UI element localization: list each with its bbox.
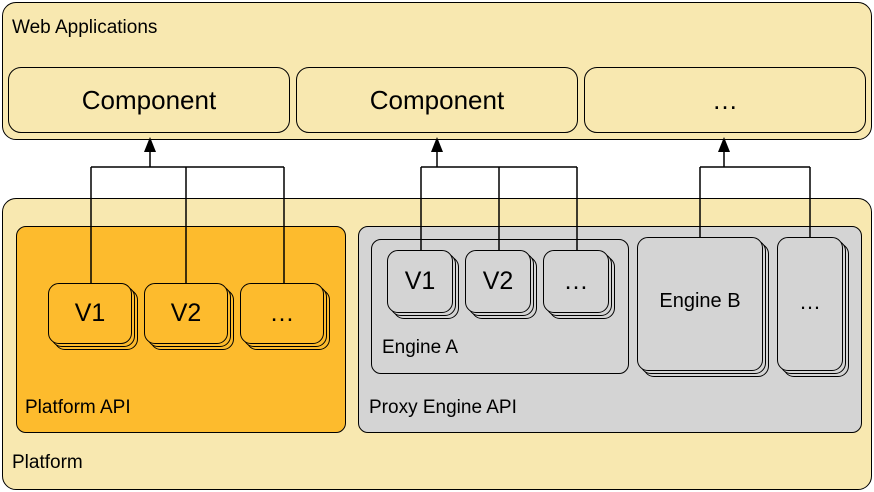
platform-v1-label: V1 [74, 299, 106, 327]
engine-a-v1-card: V1 [387, 250, 453, 313]
component-box-2: Component [296, 67, 578, 133]
platform-v2-label: V2 [170, 299, 202, 327]
platform-api-title: Platform API [25, 397, 131, 418]
arrow-head-3 [718, 137, 730, 152]
platform-more-card: … [240, 283, 324, 344]
engine-a-title: Engine A [382, 337, 459, 358]
platform-more-label: … [269, 299, 295, 327]
platform-v1-card: V1 [48, 283, 132, 344]
component-box-1: Component [8, 67, 290, 133]
engine-a-v2-label: V2 [482, 267, 514, 295]
platform-title: Platform [12, 452, 83, 473]
engine-a-more-card: … [543, 250, 609, 313]
engine-a-v1-label: V1 [404, 267, 436, 295]
component-label-2: Component [369, 84, 505, 115]
engine-b-card: Engine B [637, 237, 763, 371]
engine-b-label: Engine B [659, 289, 741, 312]
platform-v2-card: V2 [144, 283, 228, 344]
engine-a-v2-card: V2 [465, 250, 531, 313]
engine-a-more-label: … [563, 267, 589, 295]
arrow-head-1 [144, 137, 156, 152]
arrow-head-2 [431, 137, 443, 152]
engine-more-label: … [799, 289, 821, 314]
component-label-1: Component [81, 84, 217, 115]
proxy-engine-api-title: Proxy Engine API [369, 397, 517, 418]
component-box-3: … [584, 67, 866, 133]
web-applications-title: Web Applications [12, 17, 158, 38]
component-label-3: … [712, 84, 738, 115]
engine-more-card: … [777, 237, 843, 371]
